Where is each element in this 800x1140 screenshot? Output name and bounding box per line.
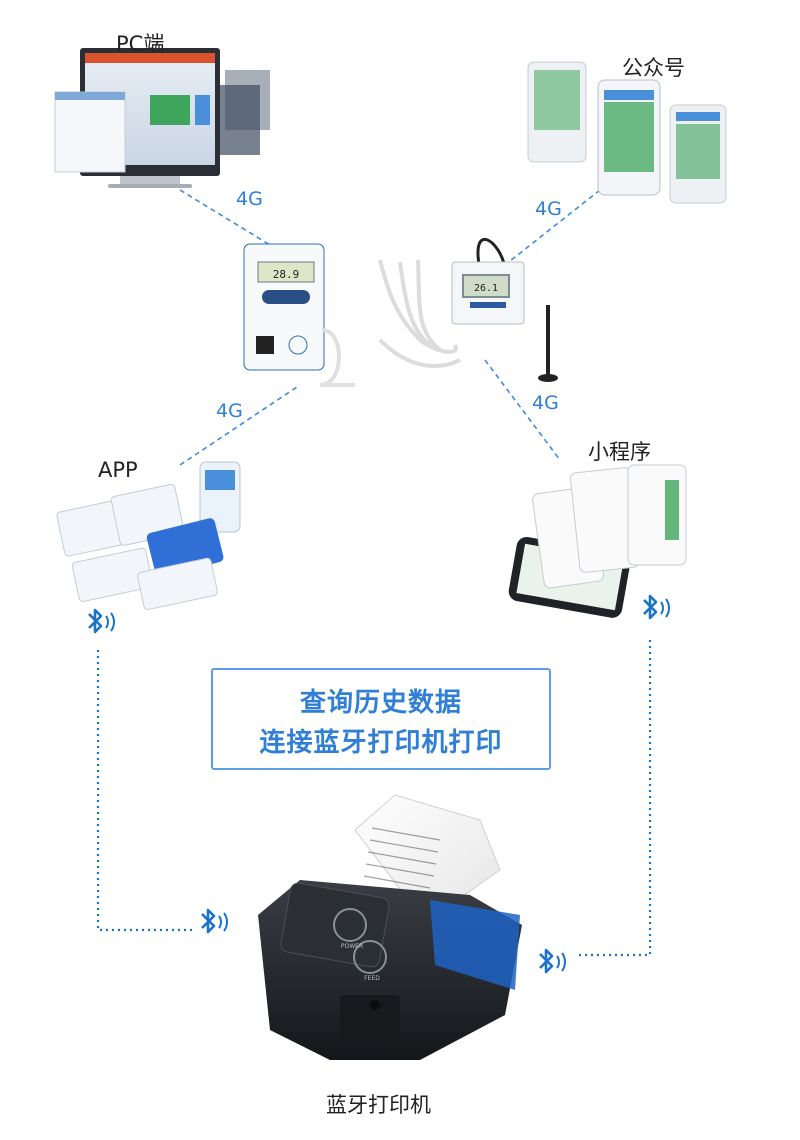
pc-illustration [54,48,270,188]
miniprogram-illustration [508,464,687,618]
logger-device [451,237,558,382]
bluetooth-icon [643,594,670,620]
label-printer: 蓝牙打印机 [326,1093,431,1117]
recorder-reading: 28.9 [273,268,300,281]
link-app [179,384,301,466]
label-miniprogram: 小程序 [588,440,651,464]
info-line-1: 查询历史数据 [299,688,462,718]
printer-illustration [258,794,522,1060]
printer-feed-label: FEED [364,975,380,982]
link-label-pc-4g: 4G [236,188,263,210]
bluetooth-icon [539,948,566,974]
probes [378,259,461,368]
logger-reading: 26.1 [474,283,498,294]
bluetooth-icon [201,908,228,934]
label-pc: PC端 [116,32,165,56]
label-wechat: 公众号 [622,56,685,80]
link-label-wechat-4g: 4G [535,198,562,220]
app-illustration [56,461,241,611]
link-label-mini-4g: 4G [532,392,559,414]
link-lines [179,189,601,466]
info-line-2: 连接蓝牙打印机打印 [259,728,503,758]
wechat-illustration [527,61,727,204]
link-wechat [504,189,601,266]
link-label-app-4g: 4G [216,400,243,422]
link-mini [484,359,561,461]
label-app: APP [98,458,138,482]
bluetooth-icon [88,608,115,634]
bluetooth-links [96,640,652,957]
recorder-device [243,243,355,387]
info-box: 查询历史数据 连接蓝牙打印机打印 [211,668,551,770]
printer-power-label: POWER [341,943,363,950]
